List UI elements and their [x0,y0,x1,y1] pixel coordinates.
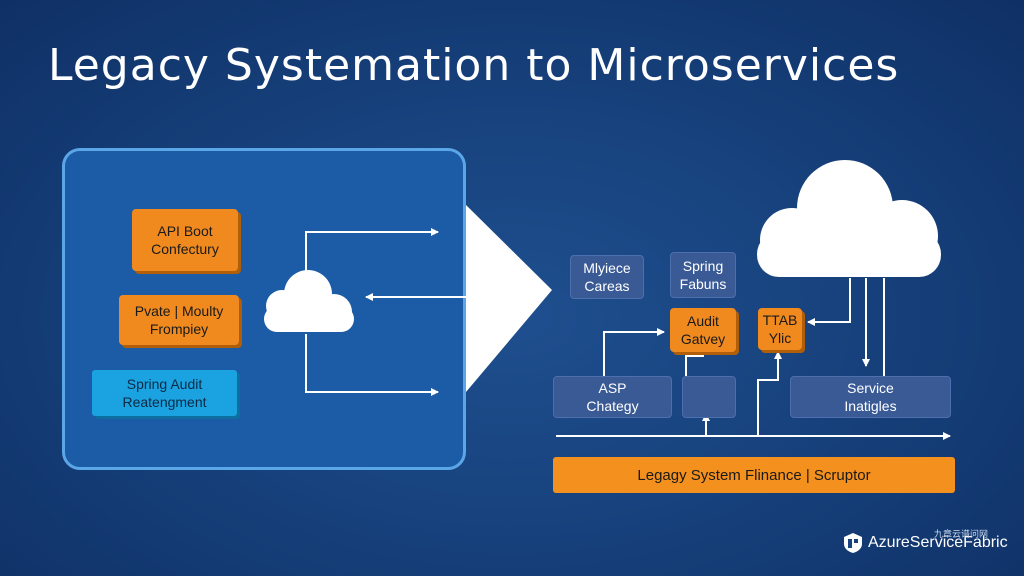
diagram-title: Legacy Systemation to Microservices [48,40,900,91]
mlyiece-label: Mlyiece [583,260,631,276]
api-boot-sublabel: Confectury [151,241,219,257]
blank-service-box [682,376,736,418]
legacy-system-bar-label: Legagy System Flinance | Scruptor [637,466,871,484]
asp-label: ASP [598,380,627,396]
service-sublabel: Inatigles [844,398,897,414]
transition-arrow [466,205,552,392]
cloud-icon [757,160,941,277]
legacy-cloud-icon [264,270,354,332]
watermark: 九章云谱问网 [934,530,989,540]
ttab-sublabel: Ylic [768,330,792,346]
audit-gatway-box: Audit Gatvey [670,308,736,352]
spring-audit-label: Spring Audit [126,376,203,392]
service-fabric-icon [844,533,862,553]
spring-fabuns-box: Spring Fabuns [670,252,736,298]
legacy-system-bar: Legagy System Flinance | Scruptor [553,457,955,493]
api-boot-label: API Boot [157,223,213,239]
asp-sublabel: Chategy [586,398,639,414]
legacy-connectors [305,228,489,396]
brand-logo: AzureServiceFabric [842,532,1008,554]
microservice-connectors [556,278,951,440]
pvate-box: Pvate | Moulty Frompiey [119,295,239,345]
ttab-label: TTAB [762,312,798,328]
ttab-box: TTAB Ylic [758,308,802,350]
brand-label: AzureServiceFabric [868,534,1008,551]
spring-fabuns-label: Spring [682,258,724,274]
audit-gatway-sublabel: Gatvey [680,331,726,347]
mlyiece-box: Mlyiece Careas [570,255,644,299]
pvate-sublabel: Frompiey [149,321,209,337]
mlyiece-sublabel: Careas [584,278,630,294]
api-boot-box: API Boot Confectury [132,209,238,271]
spring-fabuns-sublabel: Fabuns [679,276,727,292]
service-label: Service [847,380,894,396]
audit-gatway-label: Audit [687,313,719,329]
pvate-label: Pvate | Moulty [134,303,224,319]
spring-audit-box: Spring Audit Reatengment [92,370,237,416]
spring-audit-sublabel: Reatengment [122,394,207,410]
asp-box: ASP Chategy [553,376,672,418]
service-box: Service Inatigles [790,376,951,418]
